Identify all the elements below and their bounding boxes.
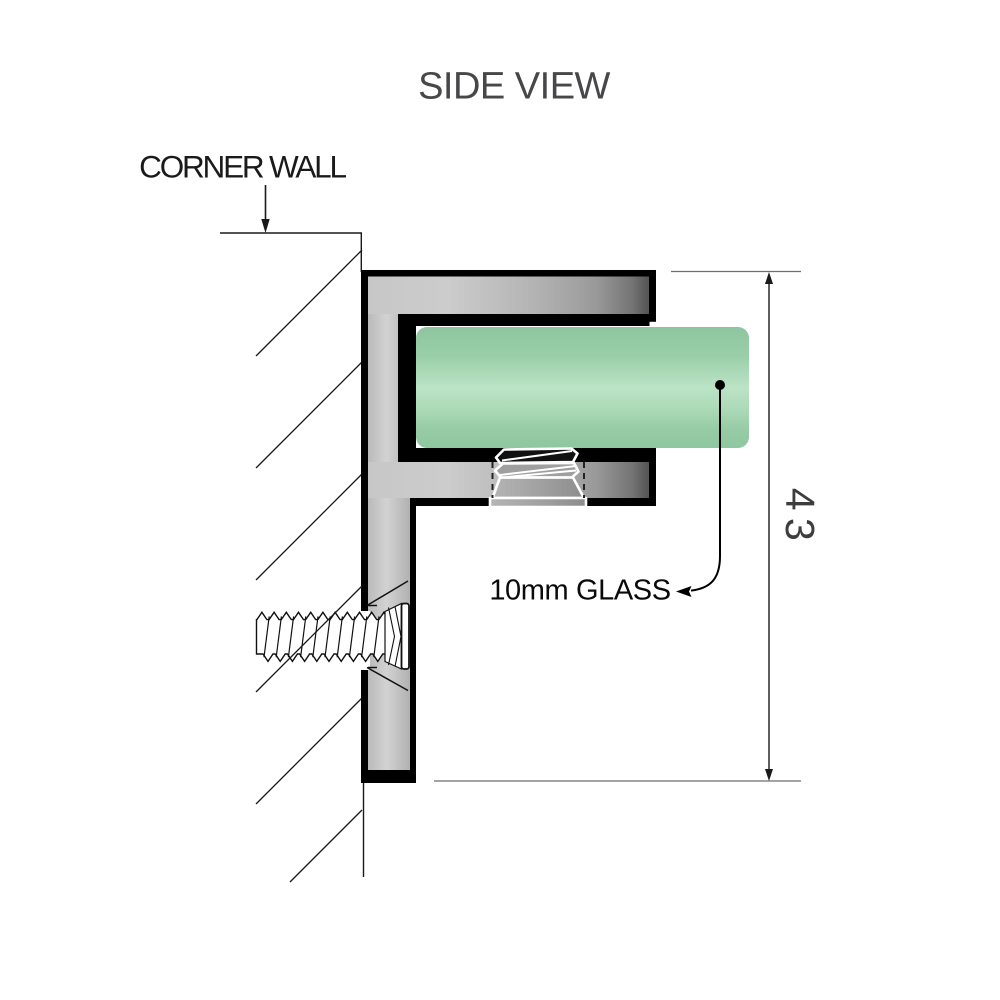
svg-text:43: 43 [777,488,823,549]
svg-text:10mm GLASS: 10mm GLASS [489,575,670,607]
svg-text:CORNER WALL: CORNER WALL [139,149,346,185]
svg-text:SIDE VIEW: SIDE VIEW [418,66,610,108]
